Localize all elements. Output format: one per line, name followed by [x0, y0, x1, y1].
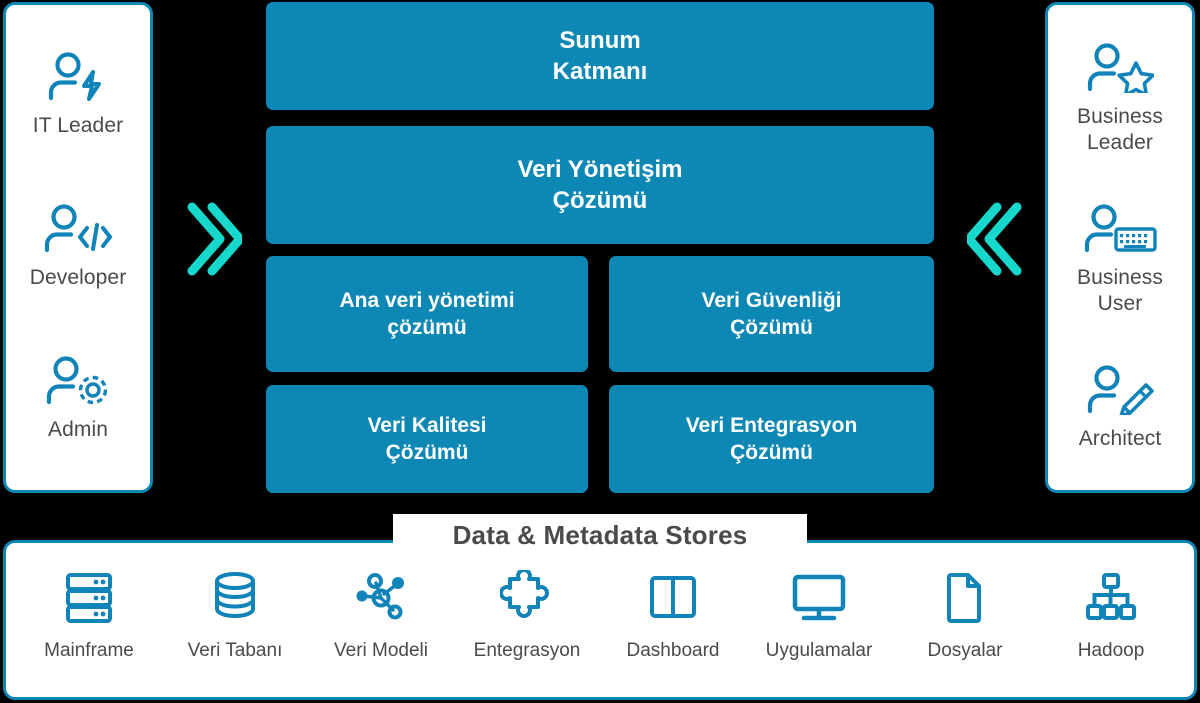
- solution-stack: Sunum Katmanı Veri Yönetişim Çözümü Ana …: [266, 2, 934, 493]
- role-label: IT Leader: [32, 113, 124, 137]
- store-label: Hadoop: [1077, 640, 1145, 661]
- file-document-icon: [943, 570, 987, 630]
- box-line-1: Veri Güvenliği: [701, 288, 842, 312]
- box-data-security[interactable]: Veri Güvenliği Çözümü: [609, 256, 934, 372]
- store-label: Dosyalar: [927, 640, 1003, 661]
- database-icon: [210, 570, 260, 630]
- role-label: Admin: [47, 418, 109, 442]
- box-data-quality[interactable]: Veri Kalitesi Çözümü: [266, 385, 588, 493]
- box-line-1: Veri Entegrasyon: [685, 413, 858, 437]
- box-line-2: Katmanı: [552, 58, 648, 85]
- role-label: Developer: [29, 265, 127, 289]
- box-line-1: Veri Yönetişim: [517, 155, 683, 183]
- store-database[interactable]: Veri Tabanı: [176, 570, 294, 662]
- person-star-icon: [1086, 43, 1155, 98]
- role-developer[interactable]: Developer: [10, 204, 146, 291]
- store-mainframe[interactable]: Mainframe: [30, 570, 148, 662]
- person-keyboard-icon: [1083, 204, 1157, 259]
- box-presentation-layer[interactable]: Sunum Katmanı: [266, 2, 934, 110]
- person-lightning-icon: [47, 51, 109, 107]
- box-line-1: Sunum: [559, 26, 641, 54]
- stores-title: Data & Metadata Stores: [393, 514, 807, 556]
- person-gear-icon: [45, 356, 111, 411]
- box-line-2: çözümü: [387, 316, 467, 339]
- store-label: Uygulamalar: [765, 640, 873, 661]
- person-code-icon: [43, 204, 113, 259]
- box-master-data-management[interactable]: Ana veri yönetimi çözümü: [266, 256, 588, 372]
- monitor-icon: [790, 570, 848, 630]
- server-rack-icon: [62, 570, 116, 630]
- role-admin[interactable]: Admin: [10, 356, 146, 443]
- store-data-model[interactable]: Veri Modeli: [322, 570, 440, 662]
- role-it-leader[interactable]: IT Leader: [10, 51, 146, 139]
- double-chevron-left-icon: [964, 199, 1023, 284]
- store-integration[interactable]: Entegrasyon: [468, 568, 586, 662]
- box-line-2: Çözümü: [730, 441, 813, 464]
- store-label: Veri Modeli: [334, 640, 428, 661]
- box-line-2: Çözümü: [730, 316, 813, 339]
- person-pen-icon: [1086, 365, 1154, 420]
- box-line-2: Çözümü: [385, 441, 469, 464]
- store-label: Dashboard: [626, 640, 720, 661]
- box-line-1: Ana veri yönetimi: [339, 288, 515, 312]
- store-label: Entegrasyon: [473, 640, 581, 661]
- dashboard-panels-icon: [647, 570, 699, 630]
- role-business-leader[interactable]: Business Leader: [1052, 43, 1188, 157]
- store-applications[interactable]: Uygulamalar: [760, 570, 878, 662]
- double-chevron-right-icon: [186, 199, 245, 284]
- store-label: Mainframe: [44, 640, 134, 661]
- box-data-integration[interactable]: Veri Entegrasyon Çözümü: [609, 385, 934, 493]
- role-label: Business Leader: [1076, 104, 1163, 155]
- box-line-2: Çözümü: [552, 187, 648, 214]
- store-hadoop[interactable]: Hadoop: [1052, 570, 1170, 662]
- hierarchy-icon: [1083, 570, 1139, 630]
- data-metadata-stores-panel: Mainframe Veri Tabanı: [3, 540, 1197, 700]
- puzzle-piece-icon: [499, 568, 554, 630]
- store-files[interactable]: Dosyalar: [906, 570, 1024, 662]
- box-data-governance[interactable]: Veri Yönetişim Çözümü: [266, 126, 934, 244]
- role-business-user[interactable]: Business User: [1052, 204, 1188, 318]
- role-label: Architect: [1078, 426, 1162, 450]
- right-roles-panel: Business Leader: [1045, 2, 1195, 493]
- store-dashboard[interactable]: Dashboard: [614, 570, 732, 662]
- store-label: Veri Tabanı: [187, 640, 283, 661]
- role-architect[interactable]: Architect: [1052, 365, 1188, 452]
- box-line-1: Veri Kalitesi: [367, 413, 487, 437]
- role-label: Business User: [1076, 265, 1163, 316]
- left-roles-panel: IT Leader Developer: [3, 2, 153, 493]
- node-graph-icon: [352, 570, 410, 630]
